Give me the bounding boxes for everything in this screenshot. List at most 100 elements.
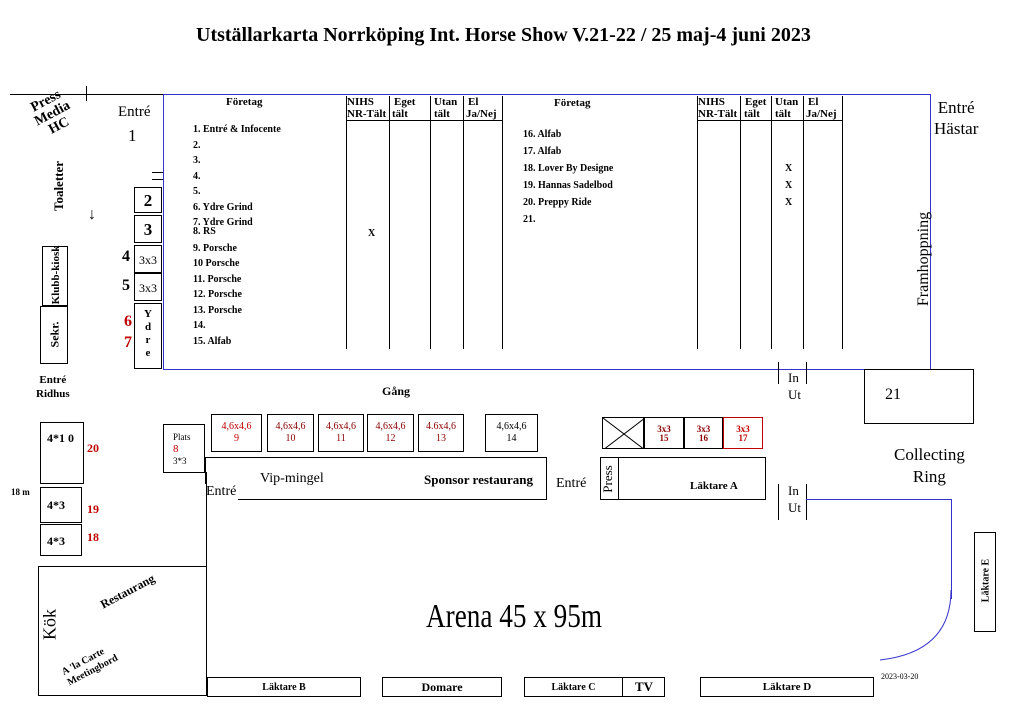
stand-size: 4,6x4,6	[496, 421, 527, 432]
left-col-eget2: tält	[392, 108, 408, 120]
tv-label: TV	[634, 679, 654, 694]
gang-label: Gång	[382, 384, 411, 398]
entre-hastar-l2: Hästar	[934, 119, 979, 138]
table-frame-top	[163, 94, 931, 95]
laktare-c-box: Läktare C TV	[524, 677, 665, 697]
ydre-grind-box: Y d r e	[134, 303, 162, 369]
table-row: 5.	[193, 186, 201, 197]
stand-5: 3x3	[134, 273, 162, 301]
ring-arc	[880, 590, 952, 661]
right-col-el2: Ja/Nej	[806, 108, 837, 120]
stand-21-label: 21	[885, 386, 901, 403]
left-col-eget: Eget	[394, 96, 416, 108]
table-row: 15. Alfab	[193, 335, 232, 347]
right-col-el: El	[808, 96, 819, 108]
left-col-divider	[430, 96, 431, 349]
laktare-d-box: Läktare D	[700, 677, 874, 697]
table-row: 20. Preppy Ride	[523, 197, 592, 208]
ring-line-top	[806, 499, 952, 500]
stand-size: 4,6x4,6	[326, 421, 356, 432]
sekr-box: Sekr.	[40, 306, 68, 364]
stand-8: Plats 8 3*3	[163, 424, 205, 473]
table-row: 17. Alfab	[523, 146, 562, 157]
stand-size: 3x3	[696, 424, 711, 434]
right-col-divider	[697, 96, 698, 349]
stand-size: 4,6x4,6	[275, 421, 306, 432]
stand-3: 3	[134, 215, 162, 243]
gate-post	[778, 362, 779, 384]
klubb-kiosk-box: Klubb-kiosk	[42, 246, 68, 306]
domare-box: Domare	[382, 677, 502, 697]
press-label-box: Press	[588, 465, 628, 492]
left-col-nr: NR-Tält	[347, 108, 387, 120]
sekr-text: Sekr.	[47, 321, 62, 348]
table-row: 14.	[193, 320, 206, 331]
toaletter-label: Toaletter	[29, 161, 89, 211]
laktare-e-text: Läktare E	[980, 558, 992, 603]
sponsor-restaurang-label: Sponsor restaurang	[424, 472, 533, 487]
press-text: Press	[600, 465, 615, 493]
table-row: 1. Entré & Infocente	[193, 124, 281, 135]
stand-18-number: 18	[87, 530, 99, 544]
left-col-el: El	[468, 96, 479, 108]
stand-number: 16	[699, 433, 708, 443]
stand-size: 3x3	[657, 424, 671, 434]
date-label: 2023-03-20	[881, 672, 919, 681]
right-row18-mark: X	[785, 163, 793, 174]
press-divider	[618, 457, 619, 500]
left-col-divider	[389, 96, 390, 349]
right-col-eget: Eget	[745, 96, 767, 108]
left-col-utan2: tält	[434, 108, 450, 120]
right-col-nihs: NIHS	[698, 96, 725, 108]
table-row: 10 Porsche	[193, 258, 240, 269]
stand-20-number: 20	[87, 441, 99, 455]
stand-4: 3x3	[134, 245, 162, 273]
left-col-divider	[463, 96, 464, 349]
right-header-underline	[697, 120, 842, 121]
right-col-divider	[803, 96, 804, 349]
dimension-18m: 18 m	[11, 487, 30, 497]
framhoppning-label: Framhoppning	[874, 212, 974, 306]
entre-vip-label: Entré	[204, 484, 239, 500]
gate-post	[778, 484, 779, 520]
stand-number: 12	[385, 433, 396, 444]
stand-size: 4,6x4,6	[375, 421, 406, 432]
stand-size: 4.6x4,6	[426, 421, 456, 432]
entre-hastar-label: Entré Hästar	[934, 97, 978, 139]
toaletter-text: Toaletter	[51, 160, 66, 212]
stand-20: 4*1 0	[40, 422, 84, 484]
table-row: 12. Porsche	[193, 289, 242, 300]
right-row19-mark: X	[785, 180, 793, 191]
stand-size: 3x3	[736, 424, 750, 434]
left-table-rows: 1. Entré & Infocente 2. 3. 4. 5. 6. Ydre…	[193, 122, 281, 349]
table-row: 3.	[193, 155, 201, 166]
right-col-utan: Utan	[775, 96, 799, 108]
in-label-top: In	[788, 370, 799, 385]
right-col-company: Företag	[554, 97, 591, 109]
ring-label: Ring	[912, 467, 946, 486]
kok-label: Kök	[30, 609, 70, 640]
stack-tick	[152, 172, 163, 173]
table-row: 18. Lover By Designe	[523, 163, 614, 174]
entre-hastar-l1: Entré	[937, 98, 975, 117]
left-col-divider	[502, 96, 503, 349]
press-media-hc-label: Press Media HC	[12, 79, 94, 149]
table-row: 4.	[193, 170, 201, 182]
collecting-label: Collecting	[894, 445, 965, 464]
stand-18: 4*3	[40, 524, 82, 556]
gate-post	[806, 362, 807, 384]
plats-size: 3*3	[173, 456, 187, 466]
left-header-underline	[346, 120, 502, 121]
table-row: 6. Ydre Grind	[193, 201, 253, 213]
stand-6-number: 6	[124, 313, 132, 330]
framhoppning-text: Framhoppning	[915, 211, 932, 307]
ut-label-top: Ut	[788, 387, 801, 402]
kitchen-restaurant-building	[38, 566, 207, 696]
vip-mingel-label: Vip-mingel	[260, 471, 324, 486]
stand-19: 4*3	[40, 487, 82, 523]
right-col-eget2: tält	[744, 108, 760, 120]
table-row: 11. Porsche	[193, 273, 242, 285]
